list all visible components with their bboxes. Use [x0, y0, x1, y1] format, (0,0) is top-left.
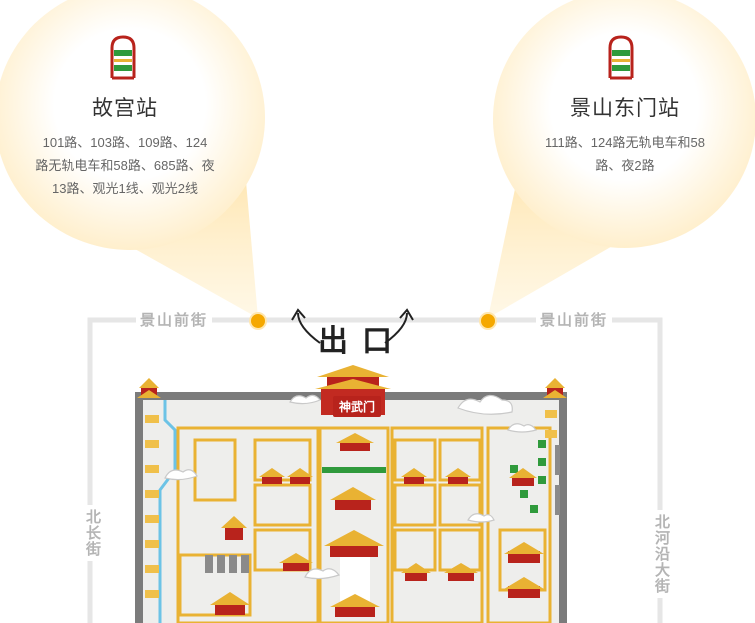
route-line: 111路、124路无轨电车和58	[545, 135, 705, 150]
arrow-up-right-icon	[399, 308, 414, 321]
station-routes-left: 101路、103路、109路、124 路无轨电车和58路、685路、夜 13路、…	[20, 131, 230, 200]
bus-stop-sign-icon	[608, 35, 634, 80]
route-line: 13路、观光1线、观光2线	[52, 181, 198, 196]
corner-tower-right	[543, 378, 567, 398]
street-label-left: 北长街	[82, 505, 103, 561]
street-label-top-right: 景山前街	[536, 309, 613, 330]
route-line: 路、夜2路	[595, 158, 655, 173]
cloud-decoration	[164, 394, 538, 580]
route-line: 101路、103路、109路、124	[42, 135, 208, 150]
exit-arrows	[291, 308, 414, 344]
hall-group	[210, 433, 544, 617]
station-routes-right: 111路、124路无轨电车和58 路、夜2路	[520, 131, 730, 177]
bus-stop-sign-icon	[110, 35, 136, 80]
arrow-up-left-icon	[291, 308, 306, 321]
station-name-left: 故宫站	[92, 97, 158, 120]
station-marker-right[interactable]	[479, 312, 497, 330]
station-marker-left[interactable]	[249, 312, 267, 330]
street-label-top-left: 景山前街	[136, 309, 213, 330]
exit-label: 出口	[318, 324, 406, 359]
street-label-right: 北河沿大街	[651, 510, 672, 598]
route-line: 路无轨电车和58路、685路、夜	[35, 158, 215, 173]
garden-hedge	[322, 467, 386, 473]
station-name-right: 景山东门站	[570, 97, 680, 120]
moat	[158, 400, 177, 623]
corner-tower-left	[137, 378, 161, 398]
gate-label: 神武门	[333, 396, 382, 417]
